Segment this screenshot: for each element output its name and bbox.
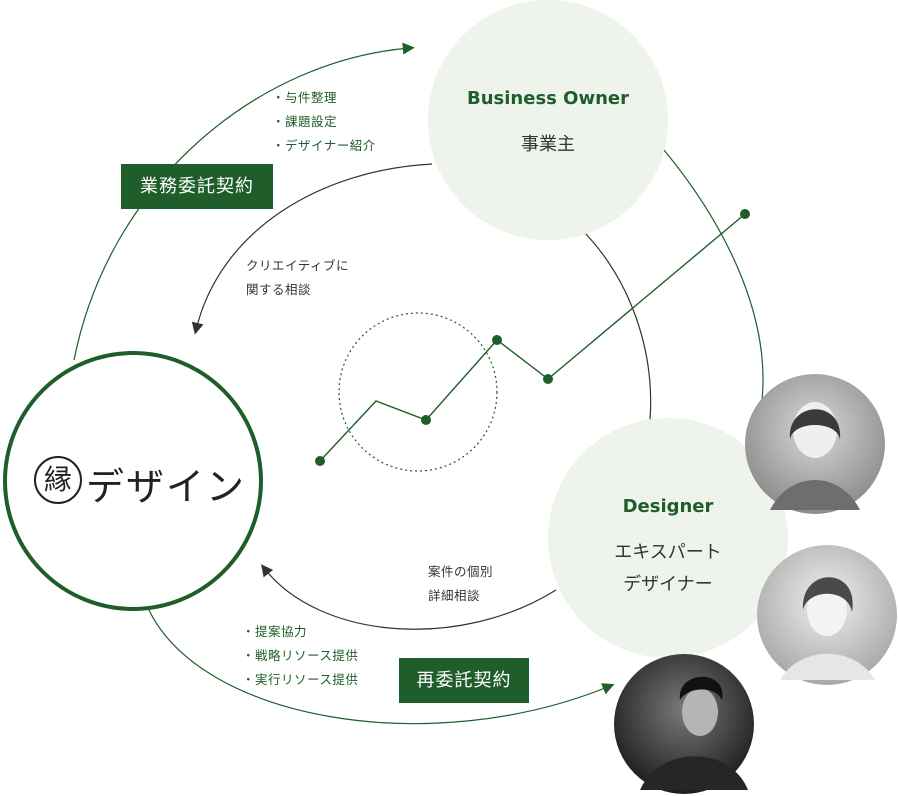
contract-top-tag: 業務委託契約: [121, 164, 273, 209]
top-bullet: ・デザイナー紹介: [272, 137, 376, 153]
bottom-bullet: ・提案協力: [242, 624, 308, 639]
designer-title: Designer: [622, 496, 714, 517]
growth-line: [319, 213, 746, 462]
bottom-bullet: ・戦略リソース提供: [242, 647, 359, 663]
photo-woman-1: [745, 374, 885, 514]
arc-inner-bottom: [261, 564, 557, 630]
growth-point: [492, 335, 502, 345]
arc-inner-top: [191, 163, 433, 335]
creative-consultation-line: クリエイティブに: [246, 258, 350, 273]
bottom-bullets: ・提案協力 ・戦略リソース提供 ・実行リソース提供: [242, 620, 358, 691]
designer-subtitle-2: デザイナー: [623, 574, 713, 595]
business-owner-circle: [428, 0, 668, 240]
growth-point: [315, 456, 325, 466]
growth-point: [543, 374, 553, 384]
designer-subtitle-1: エキスパート: [614, 542, 722, 563]
detail-consultation-line: 詳細相談: [428, 587, 481, 603]
detail-consultation-line: 案件の個別: [428, 564, 494, 579]
top-bullet: ・与件整理: [272, 90, 338, 105]
arc-right: [663, 149, 764, 401]
top-bullet: ・課題設定: [272, 113, 338, 129]
bottom-bullet: ・実行リソース提供: [242, 671, 359, 687]
dotted-circle: [338, 312, 498, 472]
photo-woman-2: [757, 545, 897, 685]
growth-point: [740, 209, 750, 219]
arc-top-left: [73, 42, 415, 361]
top-bullets: ・与件整理 ・課題設定 ・デザイナー紹介: [272, 86, 376, 157]
photo-man: [614, 654, 754, 794]
business-owner-title: Business Owner: [467, 88, 629, 109]
arc-inner-right: [583, 231, 652, 421]
designer-circle: [548, 418, 788, 658]
business-owner-subtitle: 事業主: [521, 134, 575, 155]
logo-mark-char: 縁: [43, 463, 72, 496]
arc-bottom: [147, 607, 615, 725]
logo-circle: [3, 351, 263, 611]
creative-consultation: クリエイティブに 関する相談: [246, 254, 349, 302]
logo-mark: 縁: [34, 456, 82, 504]
growth-point: [421, 415, 431, 425]
logo-text: デザイン: [86, 465, 247, 509]
contract-bottom-tag: 再委託契約: [399, 658, 529, 703]
detail-consultation: 案件の個別 詳細相談: [428, 560, 493, 608]
creative-consultation-line: 関する相談: [246, 281, 312, 297]
